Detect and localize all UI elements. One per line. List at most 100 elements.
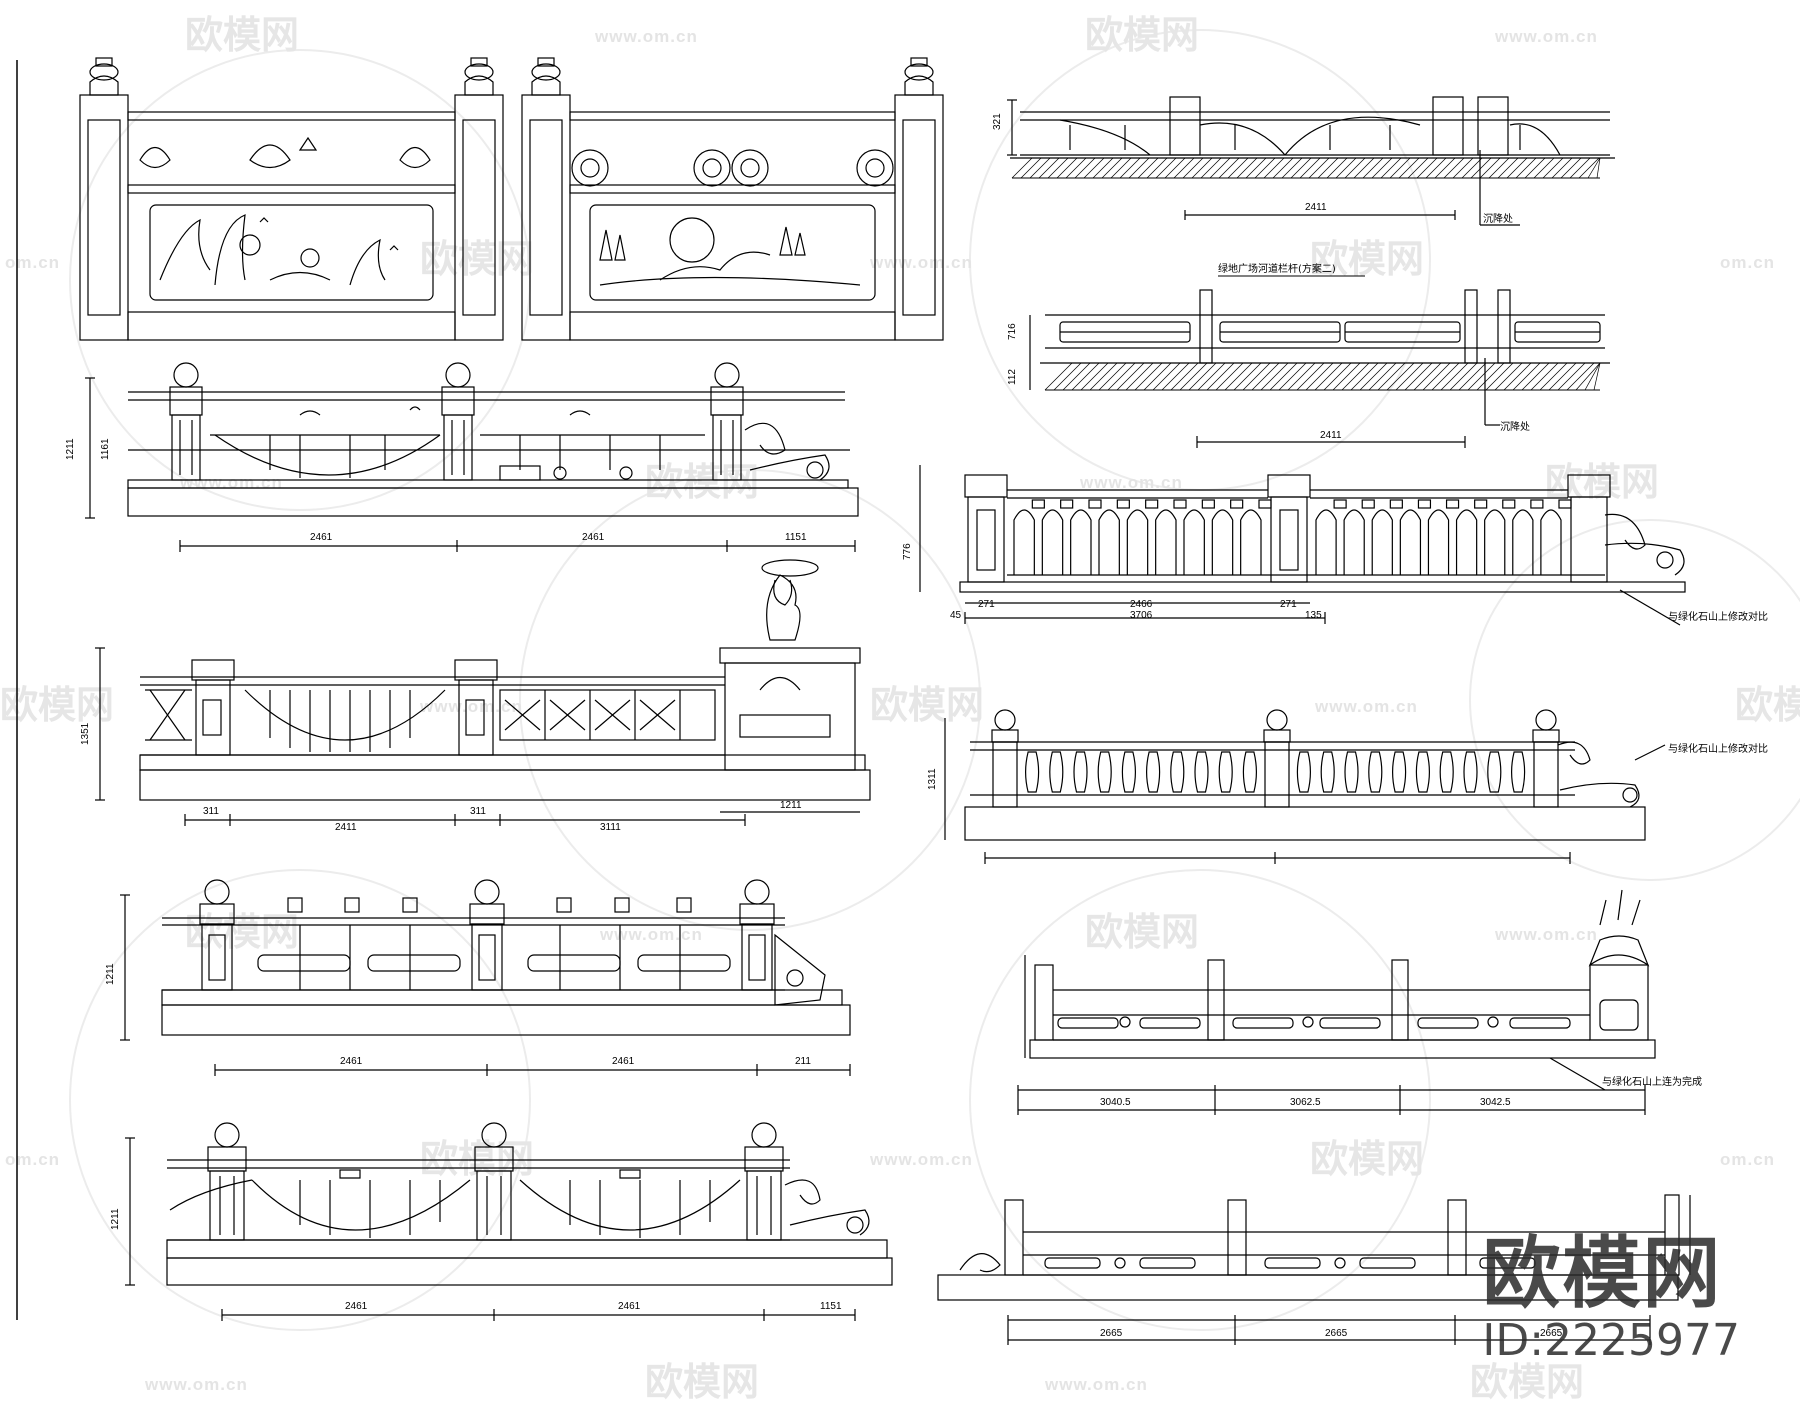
arch-opening <box>1540 509 1562 575</box>
anchor-note: 与绿化石山上修改对比 <box>1668 742 1768 755</box>
ground-hatch-line <box>1452 157 1474 179</box>
ground-hatch-line <box>1200 157 1222 179</box>
watermark-brand: 欧模网 <box>185 910 299 954</box>
watermark-url: www.om.cn <box>1314 697 1418 716</box>
ground-hatch-line <box>1494 362 1523 391</box>
baluster-vase <box>1146 751 1161 793</box>
ground-hatch-line <box>1575 362 1601 391</box>
ground-hatch-line <box>1449 362 1478 391</box>
ground-hatch-line <box>1353 157 1375 179</box>
ground-hatch-line <box>1479 157 1501 179</box>
ground-hatch-line <box>1281 157 1303 179</box>
ground-hatch-line <box>1578 157 1600 179</box>
watermark-brand: 欧模网 <box>1470 1360 1584 1404</box>
ground-hatch-line <box>1386 362 1415 391</box>
arch-capital <box>1445 499 1460 509</box>
dim-label: 135 <box>1305 610 1322 621</box>
carved-panel-elevation <box>79 57 944 341</box>
ground-hatch-line <box>1359 362 1388 391</box>
ground-hatch-line <box>1533 157 1555 179</box>
arch-opening <box>1484 509 1506 575</box>
baluster-vase <box>1194 751 1209 793</box>
dim-label: 2461 <box>345 1301 368 1312</box>
ground-hatch-line <box>1065 157 1087 179</box>
ground-hatch-line <box>1530 362 1559 391</box>
arch-capital <box>1361 499 1375 509</box>
watermark-url: om.cn <box>1720 253 1775 272</box>
ground-hatch-line <box>1278 362 1307 391</box>
settlement-note: 沉降处 <box>1483 212 1513 225</box>
ground-hatch-line <box>1467 362 1496 391</box>
arch-capital <box>1558 499 1572 509</box>
watermark-brand: 欧模网 <box>1735 683 1800 727</box>
baluster-vase <box>1320 751 1335 793</box>
ground-hatch-line <box>1143 362 1172 391</box>
ground-hatch-line <box>1368 362 1397 391</box>
arch-opening <box>1098 509 1120 575</box>
ground-hatch-line <box>1332 362 1361 391</box>
watermark-url: www.om.cn <box>1494 27 1598 46</box>
watermark-brand: 欧模网 <box>185 13 299 57</box>
logo-block: 欧模网 ID:2225977 <box>1482 1232 1740 1366</box>
arch-capital <box>1530 499 1544 509</box>
ground-hatch-line <box>1416 157 1438 179</box>
ground-hatch-line <box>1317 157 1339 179</box>
dim-label: 1151 <box>820 1301 842 1312</box>
watermark-url: www.om.cn <box>869 253 973 272</box>
dim-label: 2411 <box>335 822 357 833</box>
arch-opening <box>1013 509 1035 575</box>
railing-elevation-r1 <box>1007 96 1615 226</box>
watermark-brand: 欧模网 <box>1085 13 1199 57</box>
watermark-brand: 欧模网 <box>645 460 759 504</box>
arch-capital <box>1088 499 1102 509</box>
watermark-url: www.om.cn <box>1044 1375 1148 1394</box>
watermark-brand: 欧模网 <box>420 237 534 281</box>
ground-hatch-line <box>1179 362 1208 391</box>
ground-hatch-line <box>1074 157 1096 179</box>
ground-hatch-line <box>1395 362 1424 391</box>
baluster-vase <box>1439 751 1454 793</box>
ground-hatch-line <box>1422 362 1451 391</box>
ground-hatch-line <box>1173 157 1195 179</box>
dim-label: 1161 <box>100 438 111 460</box>
dim-label: 45 <box>950 610 962 621</box>
dim-label: 2461 <box>310 532 333 543</box>
ground-hatch-line <box>1269 362 1298 391</box>
arch-capital <box>1474 499 1488 509</box>
railing-elevation-r3 <box>919 465 1686 626</box>
arch-capital <box>1031 499 1045 509</box>
arch-opening <box>1211 509 1234 575</box>
ground-hatch-line <box>1371 157 1393 179</box>
settlement-note: 沉降处 <box>1500 420 1530 433</box>
dim-label: 1351 <box>80 722 91 745</box>
ground-hatch-line <box>1080 362 1109 391</box>
ground-hatch-line <box>1224 362 1253 391</box>
arch-opening <box>1240 509 1262 575</box>
ground-hatch-line <box>1197 362 1226 391</box>
ground-hatch-line <box>1515 157 1537 179</box>
railing-elevation-3 <box>120 879 851 1076</box>
baluster-vase <box>1344 751 1359 793</box>
ground-hatch-line <box>1296 362 1325 391</box>
ground-hatch-line <box>1431 362 1460 391</box>
arch-capital <box>1060 499 1074 509</box>
logo-id: ID:2225977 <box>1482 1315 1740 1366</box>
arch-capital <box>1333 499 1347 509</box>
ground-hatch-line <box>1407 157 1429 179</box>
arch-capital <box>1258 499 1272 509</box>
ground-hatch-line <box>1110 157 1132 179</box>
baluster-vase <box>1073 751 1088 793</box>
ground-hatch-line <box>1089 362 1118 391</box>
ground-hatch-line <box>1593 362 1601 391</box>
ground-hatch-line <box>1170 362 1199 391</box>
baluster-vase <box>1296 751 1311 793</box>
railing-elevation-r6 <box>937 1194 1691 1345</box>
dim-label: 2665 <box>1540 1328 1563 1339</box>
ground-hatch-line <box>1548 362 1577 391</box>
ground-hatch-line <box>1488 157 1510 179</box>
ground-hatch-line <box>1260 362 1289 391</box>
ground-hatch-line <box>1398 157 1420 179</box>
ground-hatch-line <box>1062 362 1091 391</box>
ground-hatch-line <box>1566 362 1595 391</box>
